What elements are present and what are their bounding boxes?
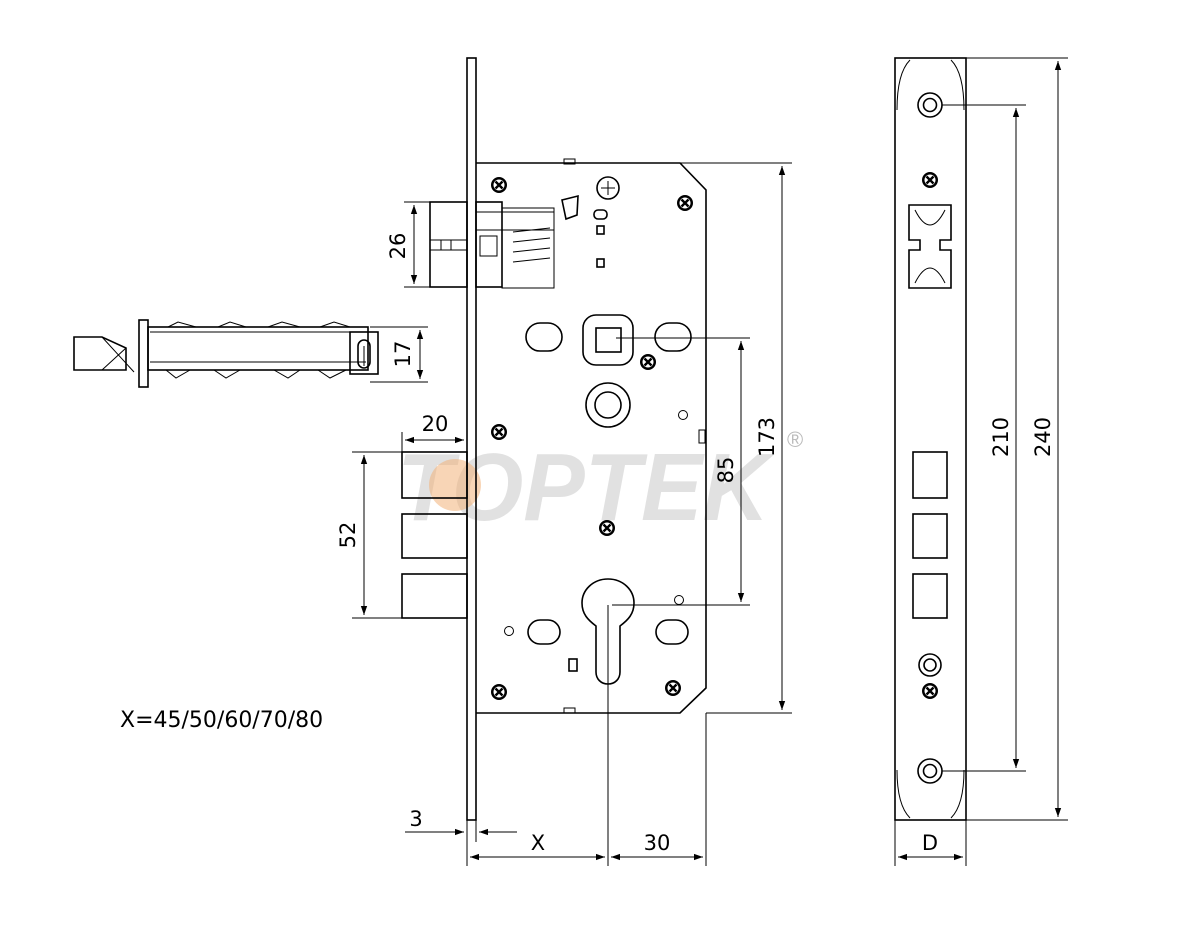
small-round-hole bbox=[674, 595, 684, 605]
dim-label-faceplate-width: D bbox=[922, 831, 938, 855]
case-screw-icon bbox=[489, 422, 509, 442]
dim-label-bolt-projection: 20 bbox=[422, 412, 449, 436]
dim-label-bolt-span: 52 bbox=[336, 522, 360, 549]
faceplate-outline bbox=[894, 57, 967, 821]
oval-hole bbox=[525, 322, 563, 352]
case-screw-icon bbox=[489, 175, 509, 195]
small-round-hole bbox=[678, 410, 688, 420]
dim-label-deadbolt-height: 17 bbox=[391, 341, 415, 368]
deadbolt-block bbox=[401, 573, 468, 619]
dim-label-latch-height: 26 bbox=[386, 233, 410, 260]
countersunk-hole-icon bbox=[917, 758, 943, 784]
dim-label-cylinder-to-edge: 30 bbox=[644, 831, 671, 855]
case-screw-icon bbox=[489, 682, 509, 702]
case-screw-icon bbox=[663, 678, 683, 698]
bolt-opening bbox=[912, 573, 948, 619]
toptek-watermark: TOPTEK ® bbox=[397, 427, 803, 541]
latch-bolt bbox=[429, 201, 555, 289]
lock-side-view bbox=[73, 319, 379, 388]
bolt-opening bbox=[912, 451, 948, 499]
small-square-hole bbox=[568, 658, 578, 672]
dim-label-hole-spacing: 210 bbox=[989, 417, 1013, 457]
dim-label-faceplate-length: 240 bbox=[1031, 417, 1055, 457]
bolt-opening bbox=[912, 513, 948, 559]
round-hub bbox=[585, 382, 631, 428]
countersunk-hole-icon bbox=[918, 653, 942, 677]
oval-hole bbox=[654, 322, 692, 352]
trigger-lever bbox=[561, 194, 579, 221]
watermark-accent bbox=[429, 459, 481, 511]
dim-label-backset: X bbox=[531, 831, 545, 855]
latch-opening bbox=[908, 204, 952, 289]
faceplate-screw-icon bbox=[920, 170, 940, 190]
oval-hole bbox=[527, 619, 561, 645]
faceplate-screw-icon bbox=[920, 681, 940, 701]
case-notch-top bbox=[563, 158, 576, 165]
deadbolt-block bbox=[401, 513, 468, 559]
dim-label-case-height: 173 bbox=[755, 417, 779, 457]
slot-indicator bbox=[593, 209, 608, 220]
countersunk-hole-icon bbox=[917, 92, 943, 118]
backset-options-note: X=45/50/60/70/80 bbox=[120, 708, 323, 733]
lock-case bbox=[476, 162, 707, 714]
case-screw-icon bbox=[597, 518, 617, 538]
small-square-hole bbox=[596, 225, 605, 235]
follower-set-screw-icon bbox=[596, 176, 620, 200]
small-square-hole bbox=[596, 258, 605, 268]
small-round-hole bbox=[504, 626, 514, 636]
dim-label-handle-to-cylinder: 85 bbox=[714, 457, 738, 484]
case-notch-bottom bbox=[563, 707, 576, 714]
dim-label-plate-thickness: 3 bbox=[409, 807, 422, 831]
dimension-lines bbox=[352, 57, 1068, 866]
oval-hole bbox=[655, 619, 689, 645]
dimension-labels: 26 17 20 52 85 173 210 240 3 X 30 D bbox=[336, 233, 1055, 855]
deadbolt-block bbox=[401, 451, 468, 499]
handle-follower bbox=[582, 314, 634, 366]
case-side-tab bbox=[698, 429, 706, 444]
case-screw-icon bbox=[638, 352, 658, 372]
faceplate-view bbox=[894, 57, 967, 821]
watermark-registered-mark: ® bbox=[787, 427, 803, 452]
case-screw-icon bbox=[675, 193, 695, 213]
